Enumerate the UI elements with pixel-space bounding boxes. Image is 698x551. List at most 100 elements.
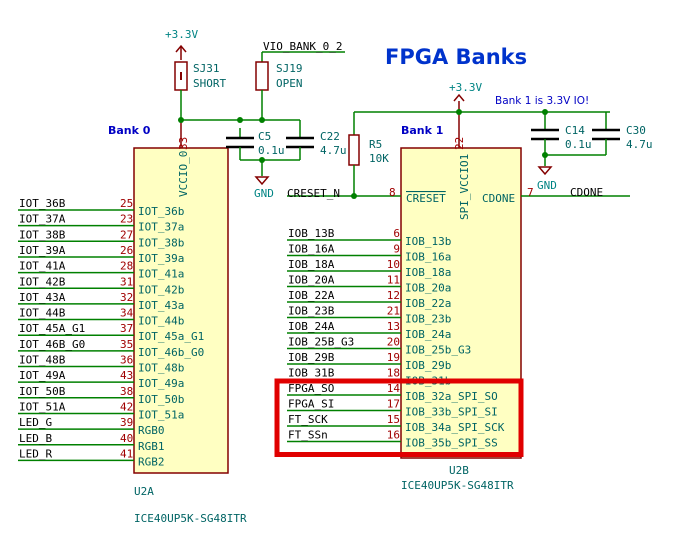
bank0-pin-number: 40: [120, 432, 133, 445]
c14-value: 0.1u: [565, 138, 592, 151]
bank0-pin-number: 23: [120, 213, 133, 226]
gnd-label-right: GND: [537, 179, 557, 192]
bank1-net-label: FPGA_SO: [288, 382, 334, 395]
bank0-pin-name: RGB0: [138, 424, 165, 437]
sj31-ref: SJ31: [193, 62, 220, 75]
bank0-pin-name: IOT_42b: [138, 283, 184, 296]
bank1-pin-name: IOB_32a_SPI_SO: [405, 390, 498, 403]
bank0-pin-number: 31: [120, 275, 133, 288]
bank1-net-label: IOB_23B: [288, 305, 335, 318]
bank1-pin-name: IOB_13b: [405, 235, 451, 248]
wires: [133, 44, 630, 474]
bank1-net-label: FT_SCK: [288, 413, 328, 426]
u2a-body: [133, 147, 229, 474]
bank0-pin-name: IOT_39a: [138, 252, 184, 265]
bank1-note: Bank 1 is 3.3V IO!: [495, 95, 589, 107]
bank0-label: Bank 0: [108, 124, 151, 137]
gnd-symbol-right: [537, 166, 553, 176]
bank0-pin-name: RGB2: [138, 455, 165, 468]
gnd-symbol-left: [254, 176, 270, 186]
bank1-pin-number: 15: [387, 413, 400, 426]
u2b-body: [400, 147, 522, 459]
bank1-pin-name: IOB_18a: [405, 266, 451, 279]
bank1-pin-name: IOB_34a_SPI_SCK: [405, 421, 505, 434]
bank1-pin-number: 19: [387, 351, 400, 364]
bank0-pin-name: IOT_46b_G0: [138, 346, 204, 359]
c5-ref: C5: [258, 130, 271, 143]
bank0-net-label: IOT_39A: [19, 244, 66, 257]
bank1-pin-number: 14: [387, 382, 401, 395]
bank0-pin-number: 35: [120, 338, 133, 351]
junction-sj19: [259, 117, 265, 123]
sj19-body: [255, 61, 269, 91]
bank0-pin-name: IOT_37a: [138, 221, 184, 234]
bank1-pin-name: IOB_24a: [405, 328, 451, 341]
page-title: FPGA Banks: [385, 45, 527, 69]
bank1-vcc-pin-name: SPI_VCCIO1: [458, 154, 471, 220]
bank0-pin-name: IOT_49a: [138, 377, 184, 390]
bank0-pin-number: 42: [120, 400, 133, 413]
bank0-net-label: IOT_37A: [19, 213, 66, 226]
creset-net: CRESET_N: [287, 187, 340, 200]
bank1-net-label: IOB_13B: [288, 227, 335, 240]
bank0-pin-number: 25: [120, 197, 133, 210]
u2b-part: ICE40UP5K-SG48ITR: [401, 479, 514, 492]
cdone-pin-name: CDONE: [482, 192, 515, 205]
spi-highlight-box: [274, 378, 524, 457]
junction-rail-right: [456, 109, 462, 115]
junction-gnd-left: [259, 157, 265, 163]
bank1-net-label: FT_SSn: [288, 429, 328, 442]
bank0-pin-number: 28: [120, 260, 133, 273]
bank1-pin-name: IOB_29b: [405, 359, 451, 372]
c30-value: 4.7u: [626, 138, 653, 151]
r5-body: [348, 134, 360, 166]
bank0-pin-name: IOT_48b: [138, 362, 184, 375]
bank1-net-label: IOB_31B: [288, 367, 335, 380]
gnd-label-left: GND: [254, 187, 274, 200]
power-label-right: +3.3V: [449, 81, 482, 94]
bank1-pin-number: 20: [387, 336, 400, 349]
bank0-net-label: LED_B: [19, 432, 52, 445]
bank0-pin-name: IOT_45a_G1: [138, 330, 204, 343]
c22-ref: C22: [320, 130, 340, 143]
vcc-symbol-right: [453, 93, 465, 102]
bank0-pin-number: 38: [120, 385, 133, 398]
bank0-pin-number: 41: [120, 447, 133, 460]
bank1-pin-name: IOB_35b_SPI_SS: [405, 437, 498, 450]
static-labels: FPGA Banks +3.3V VIO_BANK_0_2 SJ31 SHORT…: [108, 28, 653, 525]
bank1-net-label: IOB_22A: [288, 289, 335, 302]
c14-ref: C14: [565, 124, 585, 137]
bank0-pin-name: IOT_44b: [138, 315, 184, 328]
bank0-pin-name: IOT_43a: [138, 299, 184, 312]
sj19-value: OPEN: [276, 77, 303, 90]
bank1-pin-number: 21: [387, 305, 400, 318]
c30-ref: C30: [626, 124, 646, 137]
bank1-net-label: IOB_20A: [288, 274, 335, 287]
bank0-net-label: IOT_45A_G1: [19, 322, 85, 335]
bank1-pin-number: 9: [393, 243, 400, 256]
bank1-pin-name: IOB_25b_G3: [405, 344, 471, 357]
bank0-net-label: IOT_44B: [19, 307, 66, 320]
bank0-net-label: IOT_50B: [19, 385, 66, 398]
bank0-net-label: IOT_38B: [19, 228, 66, 241]
bank0-pin-number: 36: [120, 354, 133, 367]
bank1-net-label: IOB_16A: [288, 243, 335, 256]
bank1-pin-number: 17: [387, 398, 400, 411]
bank1-pin-number: 11: [387, 274, 400, 287]
bank0-net-label: LED_G: [19, 416, 52, 429]
bank0-pin-name: IOT_36b: [138, 205, 184, 218]
bank1-pin-name: IOB_22a: [405, 297, 451, 310]
bank0-pin-number: 32: [120, 291, 133, 304]
bank1-pin-number: 10: [387, 258, 400, 271]
u2a-part: ICE40UP5K-SG48ITR: [134, 512, 247, 525]
bank1-pin-name: IOB_16a: [405, 251, 451, 264]
bank0-pin-number: 43: [120, 369, 133, 382]
power-label-left: +3.3V: [165, 28, 198, 41]
bank0-pin-number: 39: [120, 416, 133, 429]
c5-value: 0.1u: [258, 144, 285, 157]
u2a-ref: U2A: [134, 485, 154, 498]
cdone-pin-num: 7: [527, 186, 534, 199]
bank1-pin-name: IOB_33b_SPI_SI: [405, 406, 498, 419]
